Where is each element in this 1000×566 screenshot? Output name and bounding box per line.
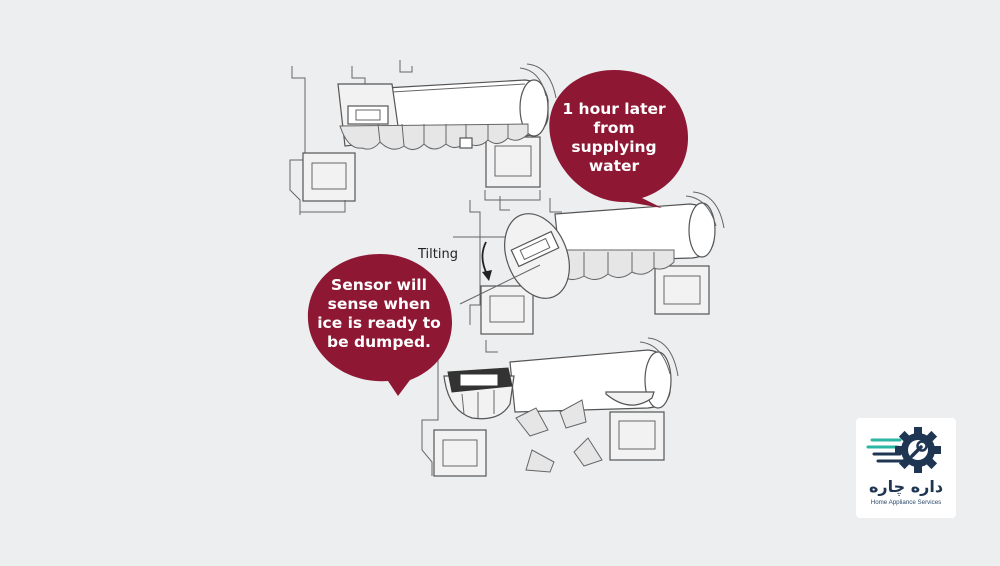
- callout-bubble-top: [549, 70, 688, 208]
- logo-name: داره چاره: [868, 477, 944, 496]
- ice-maker-bottom: [421, 337, 679, 477]
- gear-wrench-icon: [866, 427, 941, 473]
- callout-bubble-bottom: [307, 254, 452, 396]
- ice-maker-top: [289, 60, 557, 215]
- logo-tagline: Home Appliance Services: [870, 499, 942, 506]
- brand-logo: داره چاره Home Appliance Services: [856, 418, 956, 518]
- tilting-label: Tilting: [418, 247, 458, 262]
- ice-maker-middle: [453, 191, 725, 335]
